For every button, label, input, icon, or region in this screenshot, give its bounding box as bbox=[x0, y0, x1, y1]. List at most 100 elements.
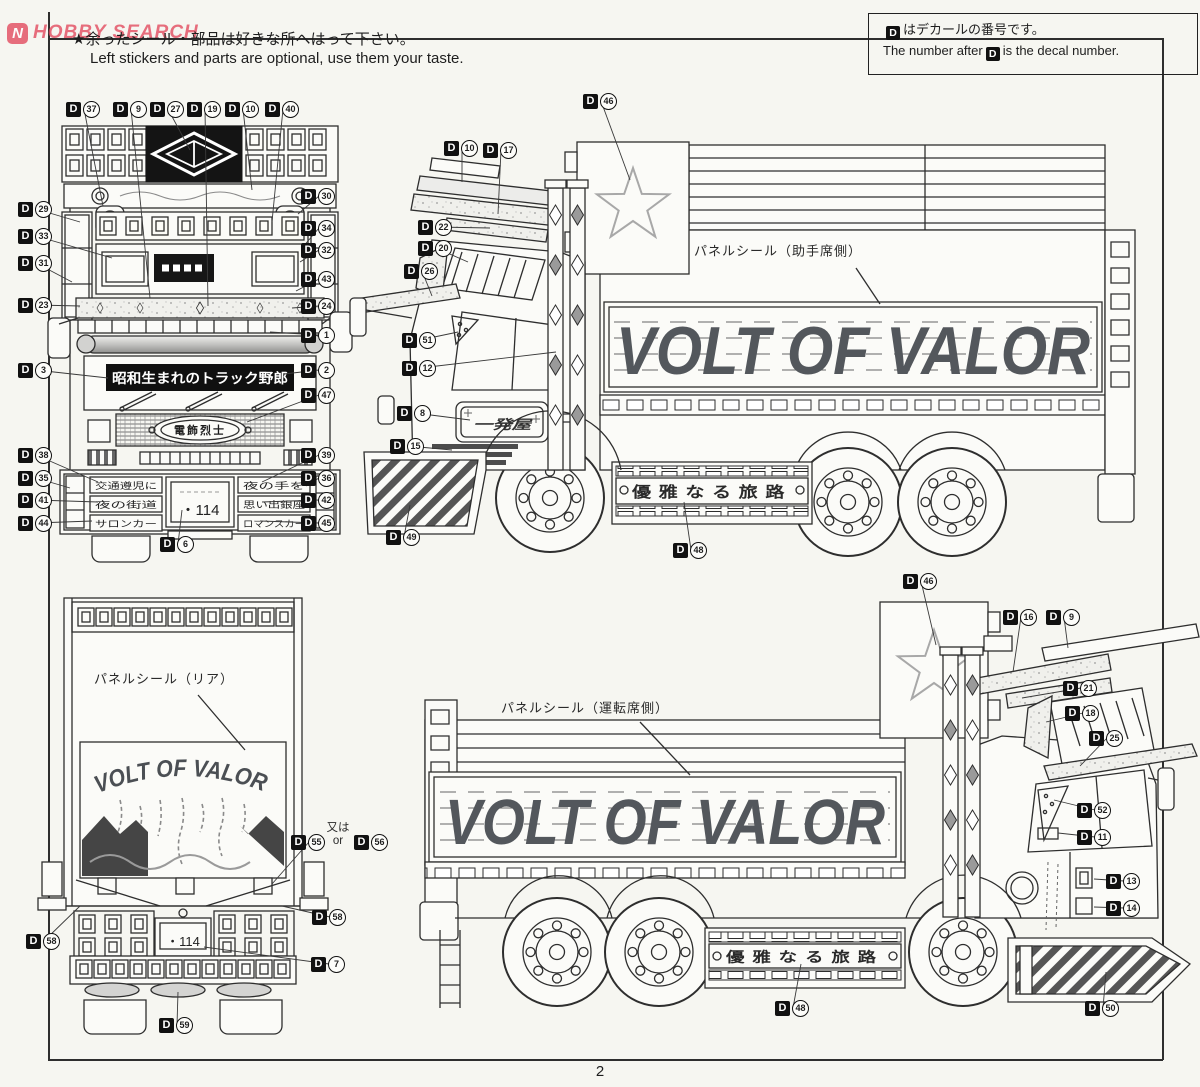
front-sign-left-2: 夜の街道 bbox=[95, 499, 157, 510]
leader-line-d47 bbox=[246, 394, 320, 423]
frame-bottom bbox=[48, 1059, 1163, 1061]
page-number: 2 bbox=[595, 1063, 605, 1080]
leader-line-d21 bbox=[1021, 687, 1082, 699]
leader-line-d23 bbox=[35, 304, 81, 307]
caption-leader-driver bbox=[639, 721, 691, 776]
leader-line-d48 bbox=[683, 501, 692, 551]
caption-panel-passenger: パネルシール（助手席側） bbox=[693, 243, 863, 259]
leader-line-d35 bbox=[35, 477, 71, 489]
frame-right bbox=[1162, 38, 1164, 1060]
leader-line-d51 bbox=[419, 331, 459, 341]
leader-line-d27 bbox=[167, 108, 191, 151]
leader-line-d42 bbox=[261, 499, 320, 503]
leader-line-d25 bbox=[1079, 737, 1108, 767]
leader-line-d7 bbox=[203, 946, 330, 965]
leader-line-d48 bbox=[792, 963, 802, 1009]
leader-line-d9 bbox=[1063, 616, 1069, 649]
leader-line-d39 bbox=[261, 454, 320, 483]
front-license-plate-text: ・114 bbox=[181, 502, 220, 519]
windshield-banner-text: 昭和生まれのトラック野郎 bbox=[112, 370, 288, 386]
leader-line-d41 bbox=[35, 499, 99, 503]
volt-of-valor-driver-text: VOLT OF VALOR bbox=[445, 786, 885, 858]
leader-line-d11 bbox=[1057, 832, 1096, 838]
leader-line-d13 bbox=[1093, 878, 1125, 882]
leader-line-d24 bbox=[291, 305, 320, 309]
volt-of-valor-side-text: VOLT OF VALOR bbox=[616, 313, 1090, 389]
leader-line-d10 bbox=[242, 108, 253, 191]
hobby-search-watermark: N HOBBY SEARCH bbox=[7, 22, 199, 44]
hobby-search-logo-text: HOBBY SEARCH bbox=[33, 22, 199, 43]
front-sign-left-1: 交通遵児に bbox=[95, 480, 157, 491]
door-emblem-text: 一発屋 bbox=[473, 417, 534, 432]
leader-line-d29 bbox=[35, 208, 81, 223]
leader-line-d40 bbox=[271, 108, 284, 223]
front-emblem-text: 電飾烈士 bbox=[174, 423, 226, 437]
leader-line-d15 bbox=[407, 445, 453, 451]
caption-panel-driver: パネルシール（運転席側） bbox=[500, 700, 670, 716]
leader-line-d31 bbox=[35, 262, 73, 283]
leader-line-d46 bbox=[600, 100, 631, 181]
leader-line-d43 bbox=[295, 278, 320, 292]
leader-line-d46 bbox=[920, 580, 937, 646]
leader-line-d37 bbox=[83, 108, 104, 207]
leader-line-d2 bbox=[283, 369, 320, 375]
front-sign-right-3: ロマンスカー bbox=[243, 519, 305, 529]
alternative-ja: 又は bbox=[326, 822, 350, 834]
rear-view-drawing: VOLT OF VALOR ・114 bbox=[37, 597, 329, 1035]
front-sign-right-1: 夜の手を bbox=[243, 480, 305, 491]
skirt-text-driver: 優雅なる旅路 bbox=[725, 949, 884, 965]
leader-line-d20 bbox=[435, 247, 469, 263]
leader-line-d50 bbox=[1102, 971, 1107, 1009]
frame-top bbox=[48, 38, 1163, 40]
leader-line-d34 bbox=[301, 227, 320, 249]
leader-line-d59 bbox=[176, 991, 179, 1026]
front-view-drawing: 昭和生まれのトラック野郎 電飾烈士 交通遵児に 夜の街道 サロンカー 夜の手を bbox=[47, 125, 353, 563]
leader-line-d30 bbox=[297, 195, 320, 215]
alternative-en: or bbox=[332, 835, 344, 847]
note-japanese: ★余ったシール・部品は好きな所へはって下さい。 bbox=[72, 31, 415, 48]
note-english: Left stickers and parts are optional, us… bbox=[90, 50, 464, 67]
frame-left bbox=[48, 12, 50, 1060]
front-sign-right-2: 思い出銀座 bbox=[243, 499, 305, 510]
leader-line-d6 bbox=[177, 509, 183, 545]
leader-line-d36 bbox=[305, 477, 320, 487]
leader-line-d33 bbox=[35, 235, 113, 259]
leader-line-d32 bbox=[299, 249, 320, 263]
leader-line-d38 bbox=[35, 454, 99, 483]
leader-line-d44 bbox=[35, 520, 93, 524]
leader-line-d12 bbox=[419, 351, 557, 369]
front-sign-left-3: サロンカー bbox=[95, 519, 157, 529]
leader-line-d49 bbox=[403, 504, 411, 538]
leader-line-d19 bbox=[204, 108, 209, 307]
decal-d-chip: D bbox=[985, 47, 1000, 61]
leader-line-d58 bbox=[281, 905, 331, 918]
leader-line-d16 bbox=[1012, 616, 1022, 673]
caption-panel-rear: パネルシール（リア） bbox=[93, 671, 235, 687]
leader-line-d3 bbox=[35, 369, 109, 379]
leader-line-d26 bbox=[421, 270, 433, 297]
leader-line-d52 bbox=[1053, 799, 1096, 811]
skirt-text-passenger: 優雅なる旅路 bbox=[631, 483, 792, 501]
leader-line-d18 bbox=[1045, 712, 1084, 723]
leader-line-d55 bbox=[271, 841, 310, 885]
side-view-driver-drawing: VOLT OF VALOR 優雅なる旅路 bbox=[419, 601, 1200, 1008]
leader-line-d45 bbox=[259, 520, 320, 524]
leader-line-d9 bbox=[130, 108, 151, 299]
caption-leader-passenger bbox=[855, 267, 881, 305]
leader-line-d17 bbox=[497, 149, 502, 215]
side-view-passenger-drawing: VOLT OF VALOR 優雅なる旅路 bbox=[349, 141, 1136, 557]
alternative-label: 又は or bbox=[327, 822, 350, 848]
hobby-search-logo-icon: N bbox=[7, 22, 28, 44]
leader-line-d8 bbox=[414, 412, 471, 421]
leader-line-d1 bbox=[269, 331, 320, 336]
caption-leader-rear bbox=[197, 694, 246, 751]
decal-d-chip: D bbox=[886, 26, 900, 40]
leader-line-d22 bbox=[435, 226, 491, 229]
leader-line-d58 bbox=[43, 905, 81, 942]
leader-line-d14 bbox=[1093, 906, 1125, 909]
